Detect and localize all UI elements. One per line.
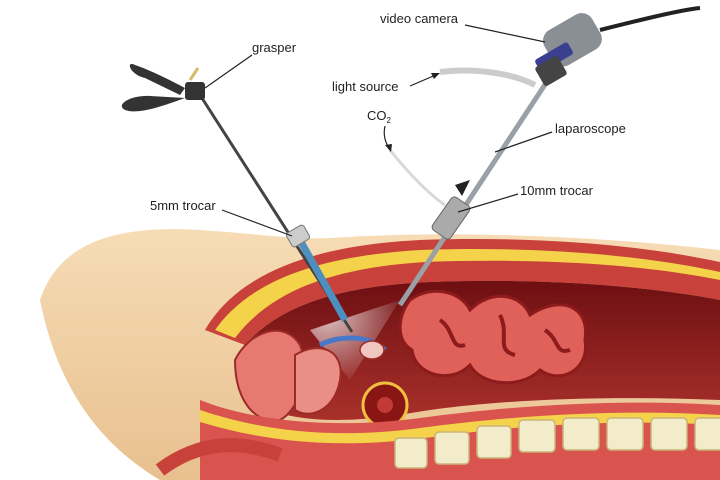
pelvic-organs [233, 329, 409, 429]
intestines [398, 289, 588, 385]
label-10mm-trocar: 10mm trocar [520, 183, 594, 198]
label-light-source: light source [332, 79, 398, 94]
label-video-camera: video camera [380, 11, 459, 26]
co2-subscript: 2 [387, 116, 392, 125]
video-camera-device [535, 6, 701, 86]
arrowheads [385, 73, 440, 152]
co2-main: CO [367, 108, 387, 123]
leader-lines [204, 24, 553, 237]
label-grasper: grasper [252, 40, 297, 55]
laparoscope-instrument [388, 67, 551, 307]
label-laparoscope: laparoscope [555, 121, 626, 136]
fat-layer [215, 249, 720, 338]
label-5mm-trocar: 5mm trocar [150, 198, 216, 213]
trocar-5mm [285, 224, 349, 322]
spine [394, 417, 720, 469]
vaginal-canal [155, 438, 283, 476]
label-co2: CO2 [367, 108, 392, 125]
